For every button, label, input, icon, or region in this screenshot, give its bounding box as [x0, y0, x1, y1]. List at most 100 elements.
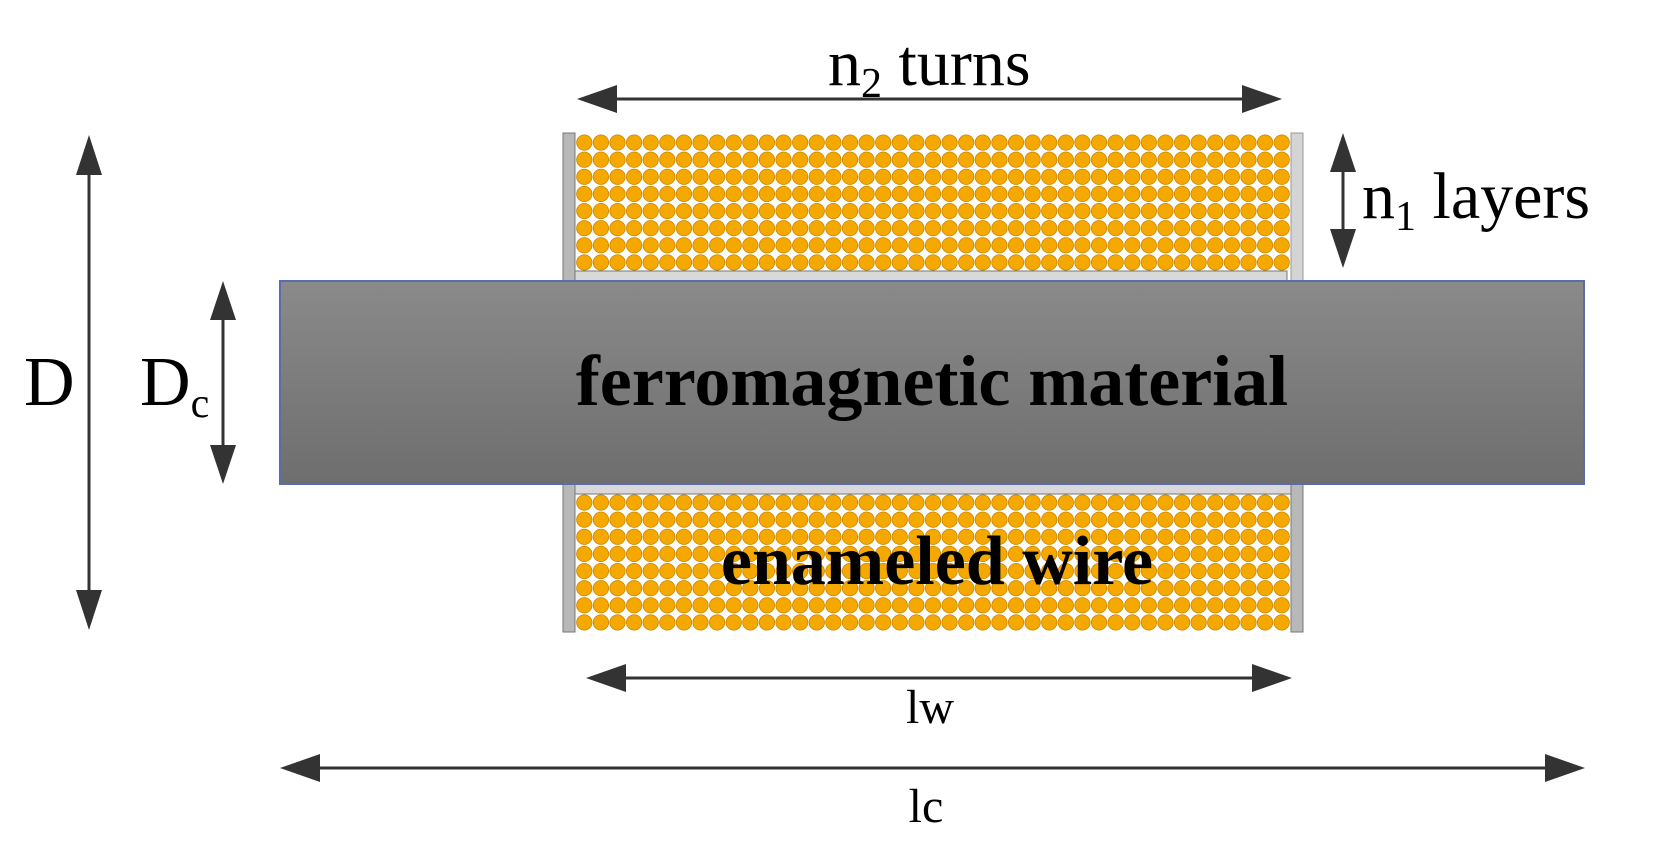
wire-turn [1173, 528, 1191, 545]
wire-turn [709, 134, 726, 151]
wire-turn [1140, 237, 1157, 254]
wire-turn [1074, 151, 1091, 168]
wire-turn [725, 254, 742, 271]
wire-turn [1024, 254, 1041, 271]
wire-turn [659, 562, 676, 580]
wire-turn [576, 185, 593, 203]
wire-turn [642, 597, 659, 614]
wire-turn [709, 562, 726, 580]
wire-turn [941, 134, 958, 151]
wire-turn [758, 545, 776, 563]
wire-turn [576, 545, 593, 563]
wire-turn [958, 151, 975, 168]
wire-turn [1057, 597, 1074, 614]
wire-turn [742, 494, 759, 511]
wire-turn [1024, 237, 1041, 254]
wire-turn [1157, 580, 1174, 597]
wire-turn [725, 220, 742, 237]
wire-turn [1207, 134, 1224, 151]
wire-turn [924, 220, 942, 237]
wire-turn [775, 202, 792, 220]
wire-turn [1124, 151, 1141, 168]
wire-turn [1057, 134, 1074, 151]
wire-turn [1124, 134, 1141, 151]
wire-turn [675, 168, 693, 185]
wire-turn [1256, 494, 1274, 511]
wire-turn [792, 545, 809, 563]
wire-turn [609, 545, 626, 563]
wire-turn [825, 528, 842, 545]
wire-turn [609, 185, 626, 203]
wire-turn [1207, 185, 1224, 203]
wire-turn [1207, 220, 1224, 237]
wire-turn [592, 545, 610, 563]
wire-turn [1107, 151, 1124, 168]
wire-turn [792, 597, 809, 614]
wire-turn [941, 254, 958, 271]
wire-turn [675, 185, 693, 203]
wire-turn [725, 237, 742, 254]
wire-turn [825, 237, 842, 254]
wire-turn [1107, 134, 1124, 151]
wire-turn [1107, 254, 1124, 271]
wire-turn [1107, 168, 1124, 185]
wire-turn [1256, 545, 1274, 563]
wire-turn [908, 237, 925, 254]
wire-turn [858, 562, 875, 580]
wire-turn [1124, 511, 1141, 528]
wire-turn [1090, 134, 1108, 151]
wire-turn [642, 511, 659, 528]
wire-turn [758, 528, 776, 545]
wire-turn [908, 597, 925, 614]
wire-turn [1107, 580, 1124, 597]
wire-turn [758, 580, 776, 597]
wire-turn [1090, 614, 1108, 631]
wire-turn [1090, 511, 1108, 528]
wire-turn [626, 220, 643, 237]
wire-turn [958, 580, 975, 597]
wire-turn [592, 185, 610, 203]
wire-turn [924, 580, 942, 597]
wire-turn [1041, 237, 1058, 254]
wire-turn [659, 528, 676, 545]
wire-turn [609, 562, 626, 580]
wire-turn [991, 134, 1008, 151]
wire-turn [609, 528, 626, 545]
wire-turn [991, 202, 1008, 220]
wire-turn [1273, 528, 1290, 545]
wire-turn [1041, 185, 1058, 203]
top-right-flange [1290, 132, 1304, 282]
wire-turn [941, 511, 958, 528]
wire-turn [908, 511, 925, 528]
wire-turn [1256, 614, 1274, 631]
wire-turn [1107, 614, 1124, 631]
wire-turn [1173, 254, 1191, 271]
wire-turn [1140, 562, 1157, 580]
wire-turn [924, 168, 942, 185]
wire-turn [875, 202, 892, 220]
wire-turn [858, 134, 875, 151]
wire-turn [659, 254, 676, 271]
wire-turn [1041, 168, 1058, 185]
wire-turn [875, 580, 892, 597]
wire-turn [1190, 185, 1207, 203]
wire-turn [1240, 545, 1257, 563]
wire-turn [1256, 220, 1274, 237]
wire-turn [974, 580, 991, 597]
wire-turn [991, 185, 1008, 203]
wire-turn [659, 545, 676, 563]
wire-turn [675, 254, 693, 271]
wire-turn [576, 562, 593, 580]
wire-turn [1190, 597, 1207, 614]
wire-turn [991, 562, 1008, 580]
wire-turn [1223, 528, 1240, 545]
wire-turn [1057, 562, 1074, 580]
wire-turn [825, 545, 842, 563]
wire-turn [1190, 580, 1207, 597]
wire-turn [841, 528, 859, 545]
wire-turn [908, 254, 925, 271]
wire-turn [725, 185, 742, 203]
wire-turn [592, 597, 610, 614]
wire-turn [626, 168, 643, 185]
wire-turn [758, 562, 776, 580]
